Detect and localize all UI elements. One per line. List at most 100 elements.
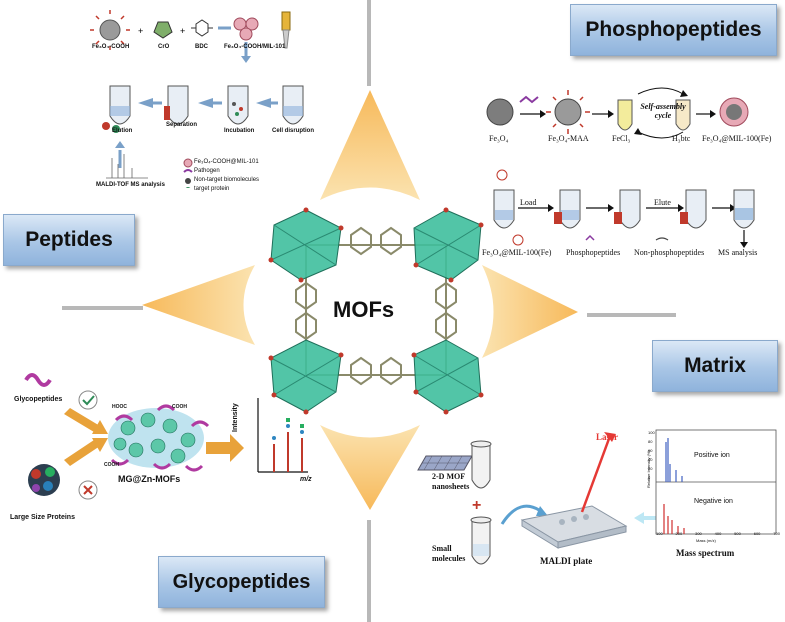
peptides-legend-4: target protein (194, 186, 230, 192)
arrow-down (320, 425, 420, 510)
phospho-row1-label-3: FeCl₃ (612, 134, 631, 143)
phospho-panel (486, 87, 755, 248)
matrix-label-negative: Negative ion (694, 498, 733, 505)
negative-peaks (663, 504, 685, 534)
tube-fecl3 (617, 99, 633, 131)
tube-elution (109, 85, 131, 125)
y-tick: 100 (648, 430, 655, 435)
step-separation: Separation (166, 122, 198, 128)
tube-h3btc (675, 99, 691, 131)
x-tick: 200 (675, 531, 683, 536)
glyco-label-glycopeptides: Glycopeptides (14, 396, 63, 403)
glyco-spectrum-xlabel: m/z (300, 476, 312, 483)
phospho-row1-label-2: Fe₃O₄-MAA (548, 134, 589, 143)
maldi-plate (520, 505, 628, 549)
mof-nanosheet (417, 455, 473, 471)
tube-incubation (227, 85, 249, 125)
center-label: MOFs (333, 297, 395, 322)
composite-cluster (108, 404, 210, 472)
step-cell-disruption: Cell disruption (272, 128, 314, 134)
matrix-label-laser: Laser (596, 432, 618, 442)
x-tick: 700 (773, 531, 780, 536)
matrix-panel: + (417, 429, 777, 565)
x-tick: 600 (753, 531, 761, 536)
label-matrix: Matrix (652, 340, 778, 392)
laser-beam (580, 435, 612, 513)
peptides-analysis-label: MALDI-TOF MS analysis (96, 182, 165, 188)
phospho-row1-label-1: Fe₃O₄ (489, 134, 509, 143)
glyco-label-hooc: HOOC (112, 404, 127, 410)
mass-spectrum-frame (655, 429, 777, 535)
peptides-top-label-1: Fe₃O₄-COOH (92, 44, 130, 50)
matrix-label-positive: Positive ion (694, 452, 730, 459)
phospho-row1-label-4: H₃btc (672, 134, 691, 143)
glyco-panel (24, 373, 308, 500)
label-phosphopeptides: Phosphopeptides (570, 4, 777, 56)
peptides-legend-1: Fe₃O₄-COOH@MIL-101 (194, 159, 259, 165)
arrow-to-spectrum-matrix (634, 512, 656, 524)
phospho-row2-label-3: Non-phosphopeptides (634, 248, 705, 257)
tube-cell-disruption (282, 85, 304, 125)
phospho-row2-label-4: MS analysis (718, 248, 758, 257)
matrix-label-spectrum: Mass spectrum (676, 548, 735, 558)
phospho-row2-label-2: Phosphopeptides (566, 248, 621, 257)
glyco-label-proteins: Large Size Proteins (10, 514, 75, 521)
check-icon (78, 390, 98, 410)
arrow-in-bottom (64, 440, 100, 466)
peptides-legend-3: Non-target biomolecules (194, 177, 260, 183)
svg-text:+: + (180, 26, 185, 36)
composite-particles (233, 17, 259, 41)
svg-text:+: + (472, 497, 481, 514)
tube-separation (167, 85, 189, 125)
phospho-cycle-label: Self-assembly cycle (640, 102, 686, 120)
step-elution: Elution (112, 128, 133, 134)
arrow-left (142, 265, 255, 345)
fe3o4-cooh-particle (90, 10, 130, 50)
glyco-label-composite: MG@Zn-MOFs (118, 474, 181, 484)
phospho-row1-label-5: Fe₃O₄@MIL-100(Fe) (702, 134, 772, 143)
fe3o4-maa-particle (546, 90, 590, 134)
y-tick: 60 (648, 448, 653, 453)
matrix-x-ticks: 100 200 300 400 500 600 700 (656, 531, 780, 536)
glyco-spectrum-ylabel: Intensity (232, 403, 239, 432)
y-tick: 40 (648, 457, 653, 462)
x-tick: 500 (734, 531, 741, 536)
tube-nanosheets (471, 443, 491, 489)
arrow-up (320, 90, 420, 200)
matrix-spectrum-xlabel: Mass (m/z) (696, 538, 716, 543)
bdc-molecule (191, 19, 213, 37)
x-tick: 300 (695, 531, 702, 536)
protein-blob (28, 464, 60, 496)
peptides-top-label-2: CrO (158, 44, 170, 50)
x-tick: 100 (656, 531, 663, 536)
mof-structure (268, 207, 484, 415)
phospho-load-label: Load (520, 198, 537, 207)
phospho-row2-label-1: Fe₃O₄@MIL-100(Fe) (482, 248, 552, 257)
peptides-top-label-3: BDC (195, 44, 208, 50)
phospho-elute-label: Elute (654, 198, 671, 207)
x-tick: 400 (714, 531, 722, 536)
arrow-in-top (64, 408, 100, 432)
glycopeptide-strand (24, 373, 52, 387)
matrix-label-small-molecules: Small molecules (432, 544, 466, 563)
peptides-panel: + + (90, 10, 304, 188)
svg-text:+: + (138, 26, 143, 36)
glyco-spectrum (257, 398, 308, 473)
glyco-label-cooh-1: COOH (172, 404, 187, 410)
matrix-label-plate: MALDI plate (540, 556, 593, 566)
label-peptides: Peptides (3, 214, 135, 266)
fe3o4-sphere (486, 98, 514, 126)
cro-shape (153, 21, 173, 39)
y-tick: 0 (648, 475, 651, 480)
step-incubation: Incubation (224, 128, 255, 134)
y-tick: 20 (648, 466, 653, 471)
y-tick: 80 (648, 439, 653, 444)
peptides-legend-2: Pathogen (194, 168, 220, 174)
peptides-top-label-4: Fe₃O₄-COOH/MIL-101 (224, 44, 286, 50)
arrow-right (482, 265, 578, 358)
matrix-label-nanosheets: 2-D MOF nanosheets (432, 472, 470, 491)
positive-peaks (665, 438, 683, 482)
glyco-label-cooh-2: COOH (104, 462, 119, 468)
arrow-to-spectrum (206, 434, 244, 462)
